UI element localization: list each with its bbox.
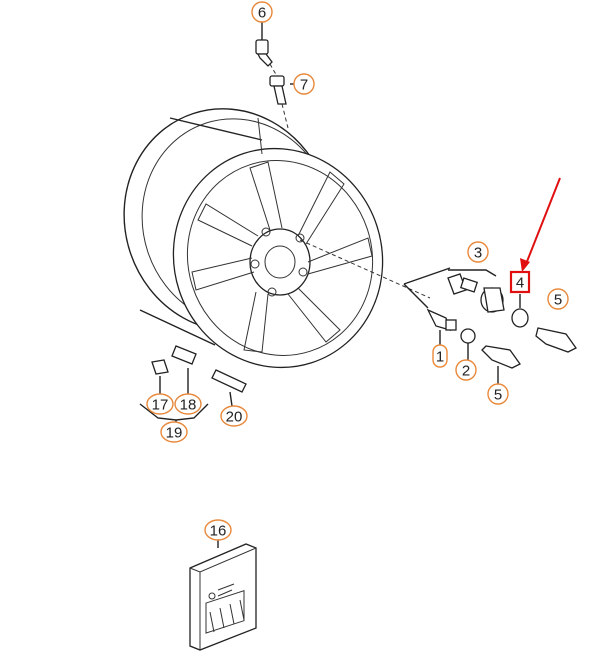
callout-19: 19 xyxy=(160,421,188,443)
callout-badge xyxy=(220,405,248,427)
valve-assembly-parts xyxy=(299,239,577,384)
callout-7: 7 xyxy=(293,73,315,95)
callout-5a: 5 xyxy=(547,288,569,310)
callout-badge xyxy=(251,1,273,23)
callout-number: 18 xyxy=(180,397,197,414)
valve-stem-parts xyxy=(255,22,300,129)
callout-badge xyxy=(547,288,569,310)
callout-layer: 6 7 3 4 5 1 2 5 17 18 19 20 16 xyxy=(146,1,569,541)
callout-18: 18 xyxy=(174,393,202,415)
callout-2: 2 xyxy=(455,359,477,381)
callout-number: 7 xyxy=(300,77,308,94)
callout-5b: 5 xyxy=(487,383,509,405)
callout-number: 17 xyxy=(152,397,169,414)
callout-4: 4 xyxy=(509,270,531,294)
highlight-arrow xyxy=(520,177,561,272)
callout-badge xyxy=(467,241,489,263)
callout-badge xyxy=(204,519,232,541)
balance-weights xyxy=(139,345,247,426)
callout-17: 17 xyxy=(146,393,174,415)
callout-badge xyxy=(174,393,202,415)
callout-6: 6 xyxy=(251,1,273,23)
callout-badge xyxy=(160,421,188,443)
callout-badge xyxy=(487,383,509,405)
callout-16: 16 xyxy=(204,519,232,541)
callout-3: 3 xyxy=(467,241,489,263)
callout-number: 3 xyxy=(474,245,482,262)
callout-number: 16 xyxy=(210,523,227,540)
callout-20: 20 xyxy=(220,405,248,427)
callout-number: 2 xyxy=(462,363,470,380)
alloy-wheel xyxy=(123,108,384,369)
callout-badge xyxy=(455,359,477,381)
callout-number: 5 xyxy=(494,387,502,404)
callout-badge xyxy=(509,270,531,294)
callout-badge xyxy=(293,73,315,95)
callout-badge xyxy=(146,393,174,415)
tpms-kit-box xyxy=(189,540,257,651)
callout-badge xyxy=(432,344,448,368)
callout-number: 6 xyxy=(258,5,266,22)
callout-number: 5 xyxy=(554,292,562,309)
callout-number: 4 xyxy=(516,275,524,292)
callout-number: 20 xyxy=(226,409,243,426)
callout-number: 19 xyxy=(166,425,183,442)
callout-1: 1 xyxy=(432,344,448,368)
callout-number: 1 xyxy=(436,349,444,366)
